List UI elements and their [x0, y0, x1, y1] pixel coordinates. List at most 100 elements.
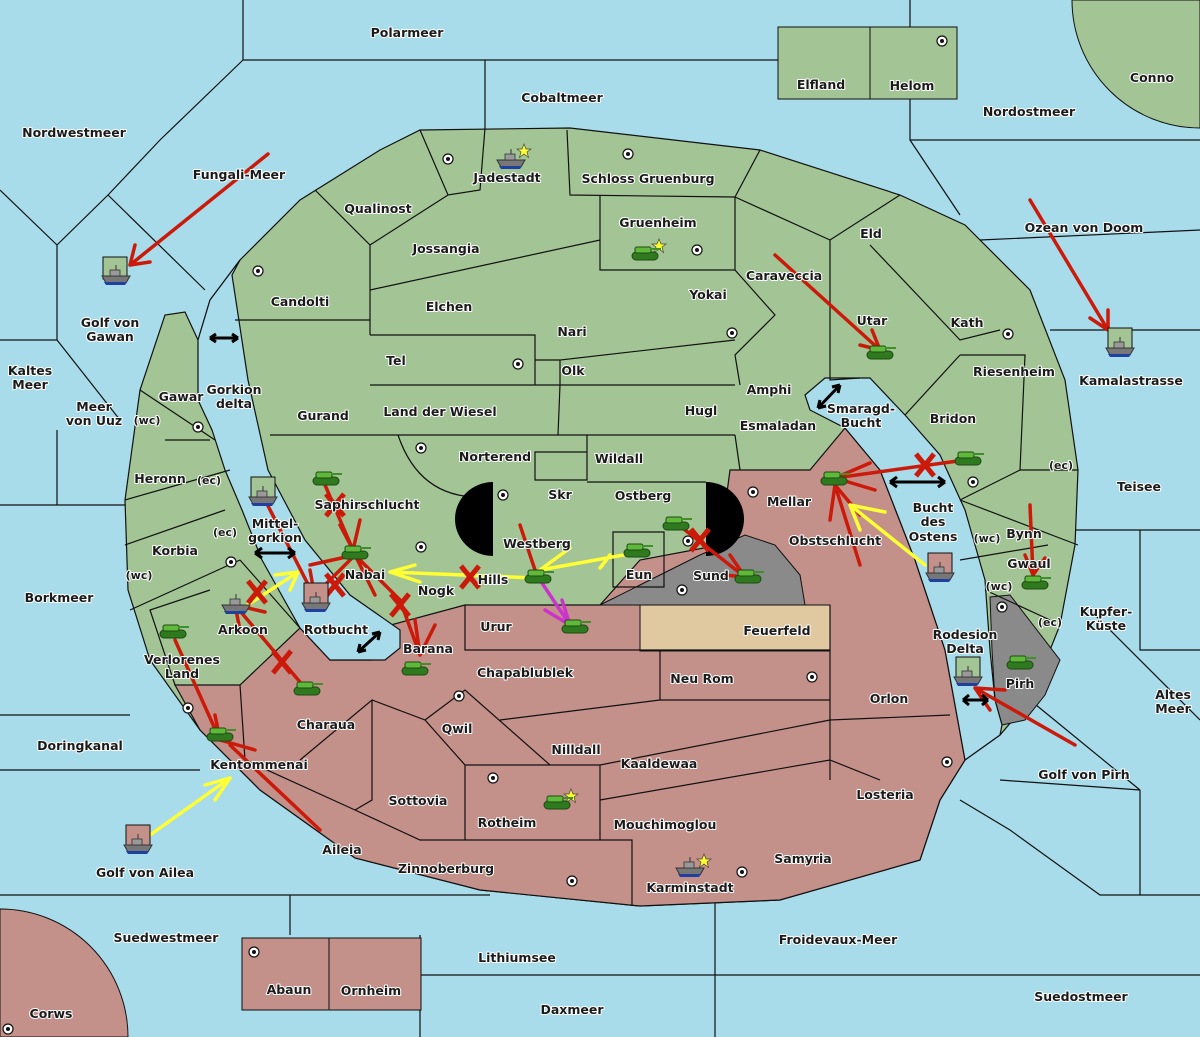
label: Kaltes: [8, 363, 52, 378]
label: Amphi: [747, 382, 792, 397]
label: Caraveccia: [746, 268, 822, 283]
label: Arkoon: [218, 622, 268, 637]
label: Abaun: [267, 982, 312, 997]
label: Eld: [860, 226, 882, 241]
label: Doringkanal: [37, 738, 123, 753]
supply-center-icon: [936, 35, 948, 47]
supply-center-icon: [442, 153, 454, 165]
label: Küste: [1086, 618, 1126, 633]
label: Utar: [857, 313, 889, 328]
supply-center-icon: [487, 772, 499, 784]
label: Sottovia: [389, 793, 448, 808]
label: Esmaladan: [740, 418, 816, 433]
label: Rotheim: [478, 815, 537, 830]
province-ornheim[interactable]: [328, 937, 422, 1011]
tank-icon: [206, 727, 237, 742]
impassable-east: [706, 482, 744, 556]
label: Barana: [403, 641, 453, 656]
label: Skr: [548, 487, 572, 502]
label: Obstschlucht: [789, 533, 881, 548]
label: Yokai: [688, 287, 727, 302]
label: Eun: [626, 567, 652, 582]
label: Kamalastrasse: [1079, 373, 1183, 388]
supply-center-icon: [192, 421, 204, 433]
tank-icon: [159, 624, 190, 639]
sea-bucht-des-ostens[interactable]: [804, 377, 1003, 762]
sea-gorkion-channel[interactable]: [197, 259, 401, 661]
label: Norterend: [459, 449, 531, 464]
label: Delta: [946, 641, 984, 656]
label: Ozean von Doom: [1025, 220, 1144, 235]
supply-center-icon: [747, 486, 759, 498]
label: Neu Rom: [670, 671, 733, 686]
label: von Uuz: [66, 413, 122, 428]
label: Gwaul: [1007, 556, 1050, 571]
province-elfland[interactable]: [777, 26, 871, 100]
label: Nabai: [345, 567, 386, 582]
label: Tel: [386, 353, 406, 368]
label: Schloss Gruenburg: [581, 171, 714, 186]
label: Pirh: [1006, 676, 1035, 691]
label: Helom: [890, 78, 935, 93]
label: Lithiumsee: [478, 950, 556, 965]
supply-center-icon: [252, 265, 264, 277]
label: Wildall: [595, 451, 643, 466]
label: Bynn: [1006, 526, 1041, 541]
supply-center-icon: [415, 442, 427, 454]
supply-center-icon: [512, 358, 524, 370]
label: Riesenheim: [973, 364, 1055, 379]
attack-arrow: [1028, 198, 1110, 332]
label: Borkmeer: [25, 590, 95, 605]
tank-icon: [631, 246, 662, 261]
tank-icon: [734, 569, 765, 584]
support-arrow: [148, 776, 232, 837]
label: Elchen: [426, 299, 473, 314]
label: Nilldall: [551, 742, 600, 757]
label: Rotbucht: [304, 622, 368, 637]
province-feuerfeld[interactable]: [639, 604, 831, 652]
supply-center-icon: [248, 946, 260, 958]
supply-center-icon: [182, 702, 194, 714]
tank-icon: [293, 681, 324, 696]
tank-icon: [662, 516, 693, 531]
attack-arrow: [128, 152, 270, 267]
label: Jadestadt: [472, 170, 540, 185]
supply-center-icon: [566, 875, 578, 887]
label: Meer: [76, 399, 112, 414]
label: Saphirschlucht: [315, 497, 420, 512]
tank-icon: [820, 471, 851, 486]
label: Qualinost: [344, 201, 411, 216]
label: Golf von: [81, 315, 140, 330]
support-arrow: [848, 503, 927, 567]
label: Polarmeer: [371, 25, 445, 40]
label: Ostens: [909, 529, 958, 544]
order-arrows: [128, 152, 1110, 837]
bounce-arrows: [209, 332, 989, 707]
label: Ornheim: [341, 983, 401, 998]
supply-center-icon: [225, 556, 237, 568]
label: delta: [216, 396, 252, 411]
coast-label: (ec): [1049, 459, 1073, 472]
label: Rodesion: [933, 627, 998, 642]
province-corws[interactable]: [0, 908, 129, 1037]
supply-center-icon: [415, 541, 427, 553]
label: Gawar: [159, 389, 205, 404]
support-arrow: [388, 563, 537, 584]
label: gorkion: [248, 530, 302, 545]
label: Nordwestmeer: [22, 125, 127, 140]
label: Bucht: [841, 415, 882, 430]
coast-label: (wc): [126, 569, 153, 582]
label: Bucht: [913, 500, 954, 515]
coast-label: (wc): [986, 580, 1013, 593]
label: Karminstadt: [646, 880, 733, 895]
supply-center-icon: [1002, 328, 1014, 340]
supply-center-icon: [996, 601, 1008, 613]
supply-center-icon: [453, 690, 465, 702]
label: Westberg: [503, 536, 571, 551]
province-conno[interactable]: [1071, 0, 1200, 129]
label: Suedostmeer: [1034, 989, 1128, 1004]
coast-label: (ec): [213, 526, 237, 539]
tank-icon: [524, 569, 555, 584]
tank-icon: [561, 619, 592, 634]
